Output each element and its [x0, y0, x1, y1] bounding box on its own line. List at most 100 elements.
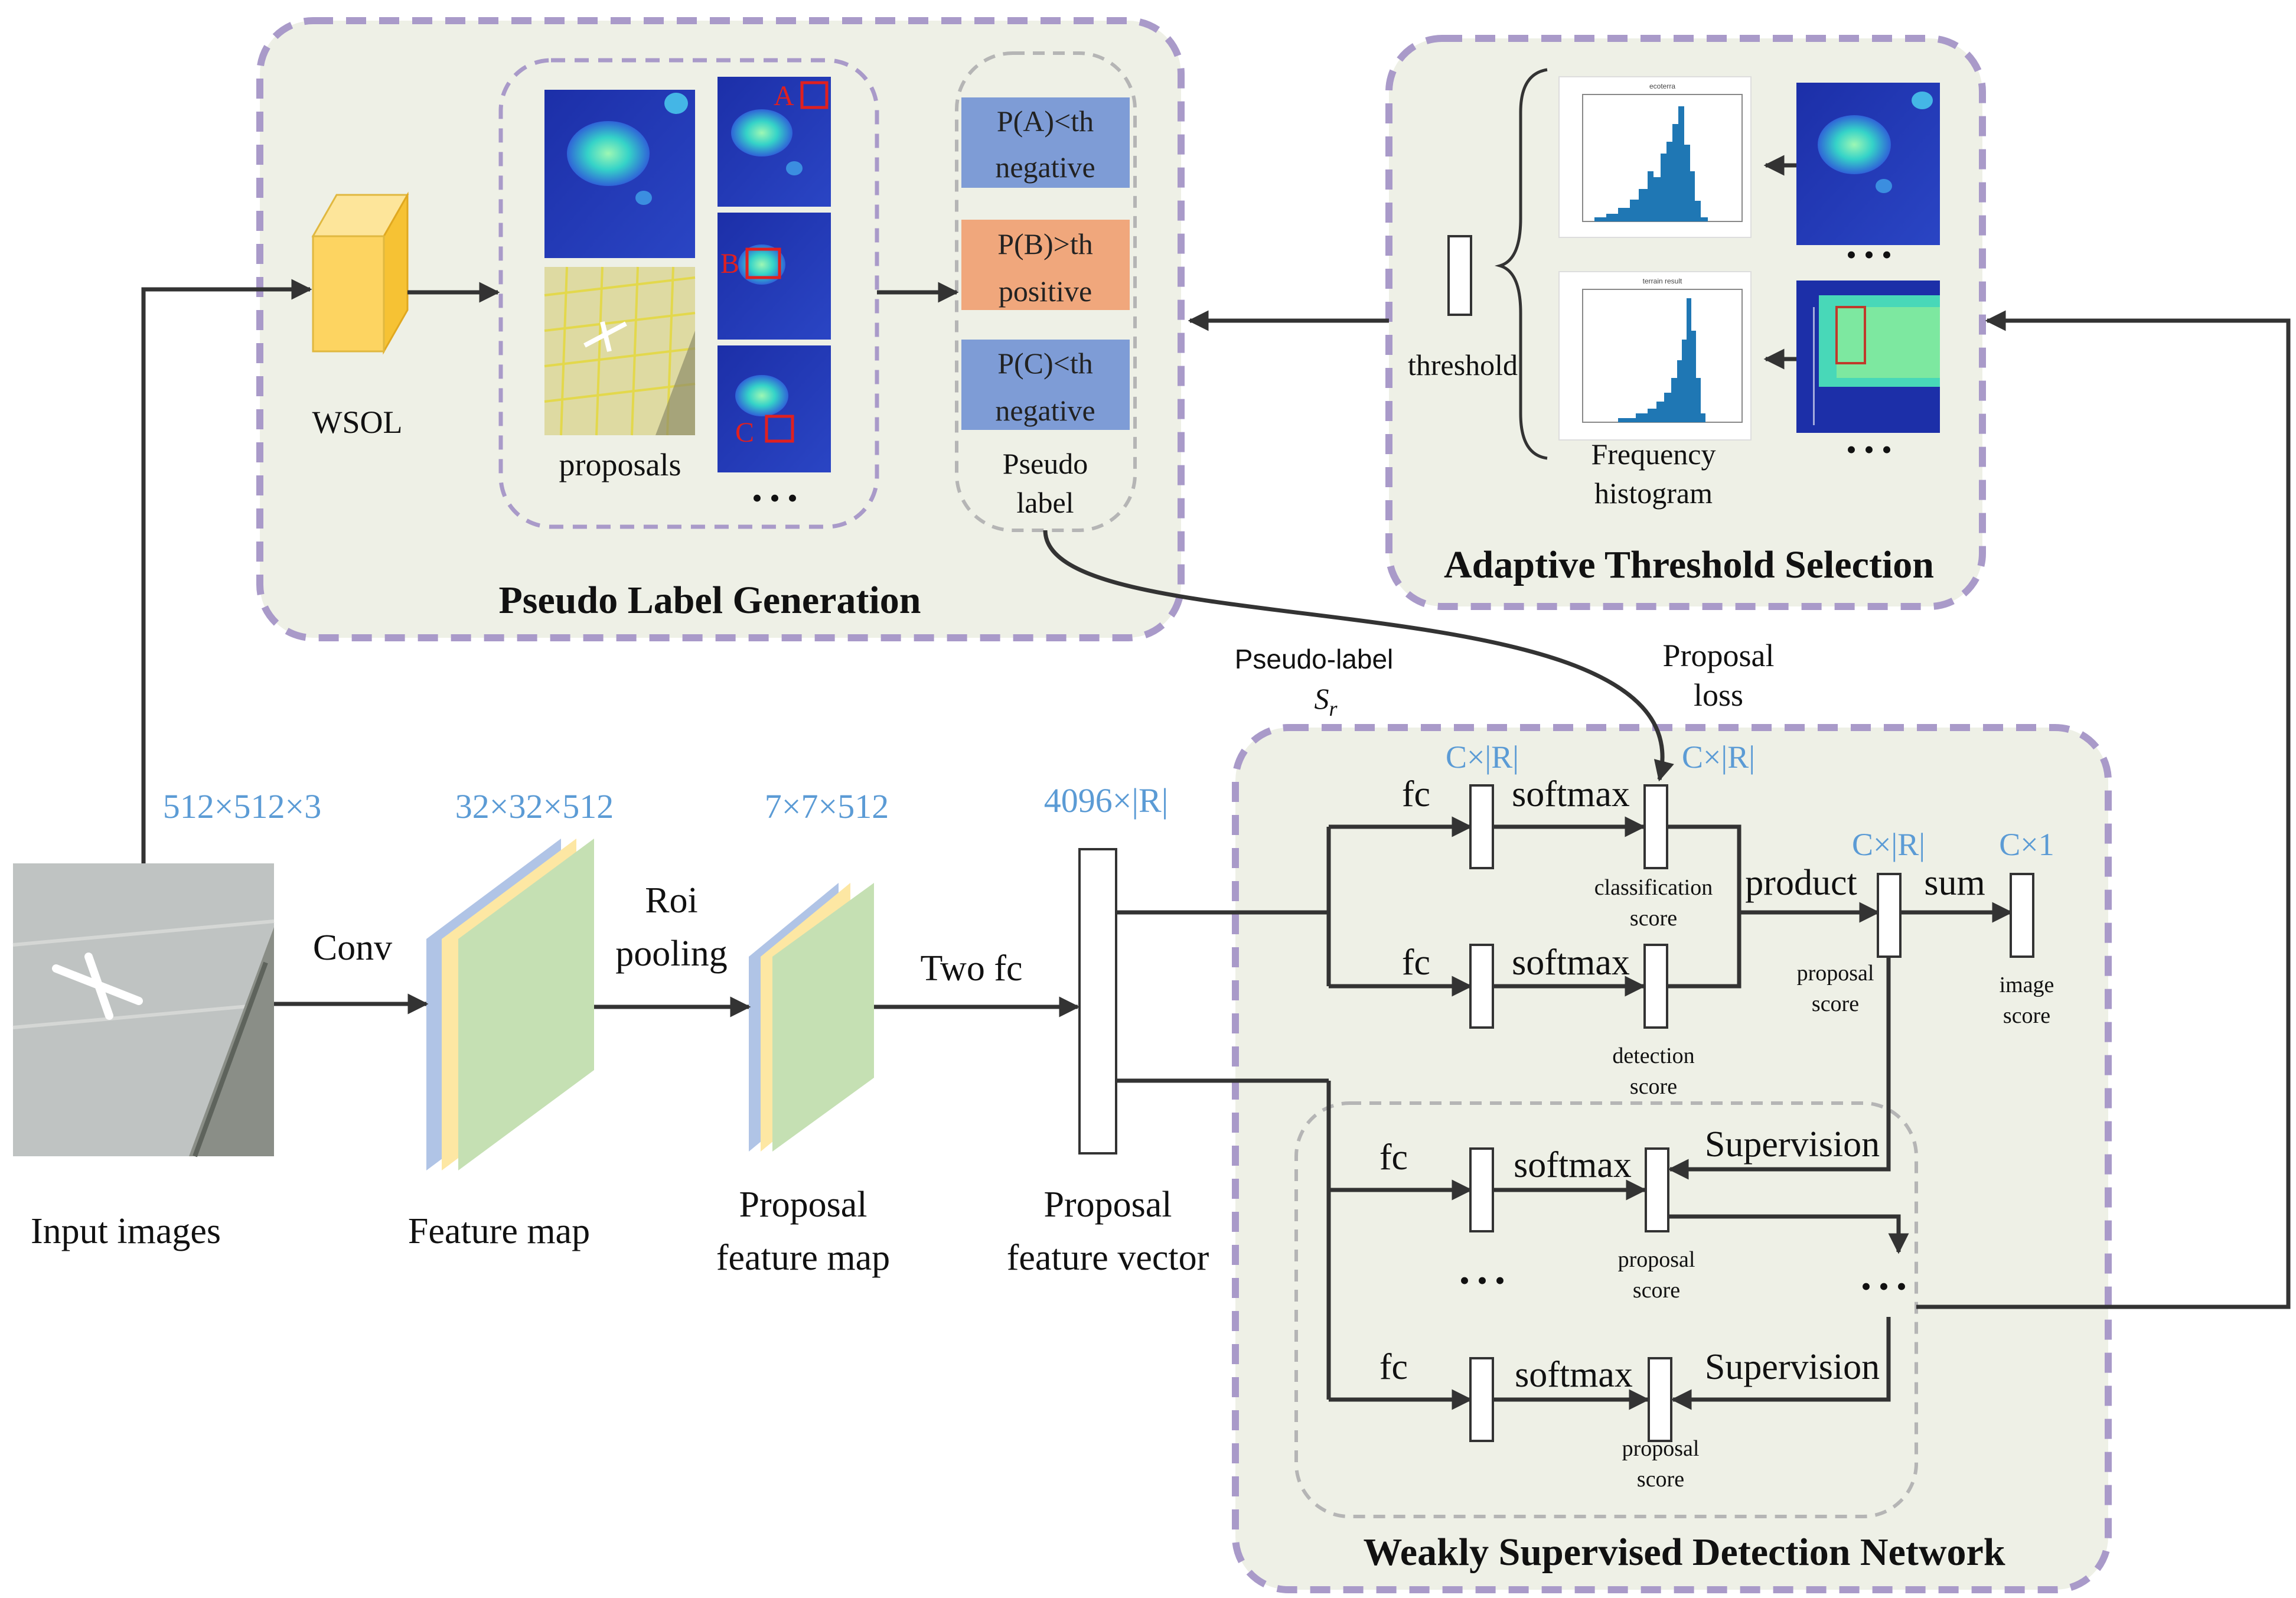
- proposal-score-bar-1: [1645, 1147, 1669, 1232]
- conv-label: Conv: [313, 928, 392, 968]
- heatmap-image: [544, 90, 695, 258]
- two-fc-label: Two fc: [921, 948, 1023, 989]
- det-score-line2: score: [1630, 1074, 1677, 1099]
- pseudo-label-sr-line1: Pseudo-label: [1235, 644, 1394, 674]
- label-a-line2: negative: [995, 151, 1095, 184]
- histogram-2: terrain result: [1558, 271, 1752, 441]
- cr-dims-2: C×|R|: [1682, 739, 1755, 775]
- classification-score-bar: [1643, 784, 1668, 869]
- heatmap-b: [718, 213, 831, 340]
- label-c-box: [961, 340, 1130, 430]
- box-c-label: C: [735, 417, 754, 448]
- feature-dims: 32×32×512: [455, 787, 614, 826]
- input-dims: 512×512×3: [163, 787, 321, 826]
- softmax-label-4: softmax: [1515, 1355, 1633, 1395]
- pseudo-label-sr-s: S: [1314, 682, 1329, 715]
- roi-line1: Roi: [645, 880, 698, 921]
- proposal-score-bar-main: [1877, 873, 1902, 958]
- product-label: product: [1745, 863, 1857, 903]
- sum-label: sum: [1924, 863, 1985, 903]
- wsol-block: [311, 191, 409, 355]
- label-c-line2: negative: [995, 394, 1095, 427]
- adaptive-heatmap-2: [1796, 281, 1940, 433]
- pseudo-label-sr-line2: Sr: [1314, 682, 1338, 720]
- line-cls-to-product: [1667, 824, 1741, 989]
- cls-score-line1: classification: [1594, 875, 1713, 900]
- proposal-fm-dims: 7×7×512: [765, 787, 889, 826]
- image-score-line1: image: [2000, 973, 2054, 997]
- proposal-fv-line1: Proposal: [1044, 1185, 1172, 1225]
- wsol-label: WSOL: [312, 405, 403, 440]
- c1-dims: C×1: [1999, 827, 2054, 862]
- arrow-prop-to-ellipsis: [1668, 1214, 1909, 1254]
- fc-label-2: fc: [1402, 943, 1430, 983]
- label-b-line1: P(B)>th: [997, 227, 1093, 260]
- label-a-line1: P(A)<th: [997, 105, 1094, 138]
- softmax-label-1: softmax: [1512, 774, 1630, 814]
- threshold-label: threshold: [1408, 348, 1518, 381]
- supervision-group: [1294, 1101, 1918, 1518]
- arrow-pseudo-label-to-loss: [1043, 530, 1674, 782]
- adaptive-ellipsis-1: • • •: [1846, 238, 1892, 271]
- image-score-bar: [2010, 873, 2034, 958]
- wsdn-title: Weakly Supervised Detection Network: [1363, 1531, 2005, 1574]
- main-prop-score-line1: proposal: [1797, 961, 1874, 986]
- fc-bar-sup2: [1469, 1357, 1494, 1442]
- prop-score-2-line2: score: [1637, 1467, 1684, 1492]
- proposal-feature-map-stack: [749, 883, 874, 1152]
- label-b-box: [961, 220, 1130, 310]
- adaptive-ellipsis-2: • • •: [1846, 433, 1892, 466]
- histogram-1: ecoterra: [1558, 76, 1752, 238]
- cr-dims-3: C×|R|: [1852, 827, 1925, 862]
- softmax-label-2: softmax: [1512, 943, 1630, 983]
- fc-label-3: fc: [1379, 1137, 1408, 1178]
- det-score-line1: detection: [1612, 1043, 1694, 1068]
- detection-score-bar: [1643, 944, 1668, 1029]
- fc-bar-sup1: [1469, 1147, 1494, 1232]
- proposal-fm-line2: feature map: [716, 1238, 890, 1278]
- feature-map-stack: [426, 839, 594, 1170]
- vector-dims: 4096×|R|: [1044, 781, 1169, 820]
- arrow-wsdn-to-adaptive: [1916, 310, 2291, 1309]
- softmax-label-3: softmax: [1514, 1145, 1632, 1185]
- pseudo-label-sr-sub: r: [1329, 697, 1338, 720]
- cls-score-line2: score: [1630, 906, 1677, 931]
- prop-score-1-line2: score: [1633, 1278, 1680, 1303]
- pseudo-label-line1: Pseudo: [1003, 447, 1088, 480]
- proposal-loss-line1: Proposal: [1663, 638, 1775, 673]
- label-c-line1: P(C)<th: [997, 347, 1093, 380]
- pseudo-label-generation-title: Pseudo Label Generation: [498, 579, 921, 622]
- proposal-loss-line2: loss: [1694, 677, 1743, 713]
- heatmap-a: [718, 77, 831, 207]
- frequency-line1: Frequency: [1591, 438, 1716, 471]
- cr-dims-1: C×|R|: [1446, 739, 1519, 775]
- prop-score-1-line1: proposal: [1618, 1247, 1695, 1272]
- heatmap-c: [718, 345, 831, 472]
- proposal-fv-line2: feature vector: [1007, 1238, 1209, 1278]
- pseudo-label-line2: label: [1016, 486, 1074, 519]
- adaptive-heatmap-1: [1796, 83, 1940, 245]
- satellite-proposals-image: [544, 266, 696, 436]
- proposal-score-bar-2: [1648, 1357, 1672, 1442]
- threshold-bar: [1447, 235, 1472, 316]
- input-images-label: Input images: [31, 1211, 221, 1251]
- frequency-line2: histogram: [1594, 477, 1713, 510]
- arrow-supervision-1: [1668, 957, 1891, 1180]
- proposals-ellipsis: • • •: [752, 481, 798, 514]
- adaptive-threshold-title: Adaptive Threshold Selection: [1444, 543, 1934, 586]
- proposals-label: proposals: [559, 447, 681, 482]
- feature-map-label: Feature map: [408, 1211, 590, 1251]
- prop-score-2-line1: proposal: [1622, 1436, 1700, 1461]
- supervision-label-1: Supervision: [1705, 1124, 1880, 1165]
- box-a-label: A: [774, 80, 794, 112]
- fc-label-1: fc: [1402, 774, 1430, 814]
- fc-bar-cls: [1469, 784, 1494, 869]
- curly-brace: [1494, 68, 1548, 460]
- fc-bar-det: [1469, 944, 1494, 1029]
- wsdn-ellipsis-left: • • •: [1459, 1264, 1505, 1297]
- label-a-box: [961, 97, 1130, 188]
- wsdn-ellipsis-right: • • •: [1861, 1270, 1907, 1303]
- main-prop-score-line2: score: [1812, 992, 1859, 1016]
- histogram-2-title: terrain result: [1643, 277, 1682, 285]
- arrow-input-to-wsol: [141, 279, 312, 863]
